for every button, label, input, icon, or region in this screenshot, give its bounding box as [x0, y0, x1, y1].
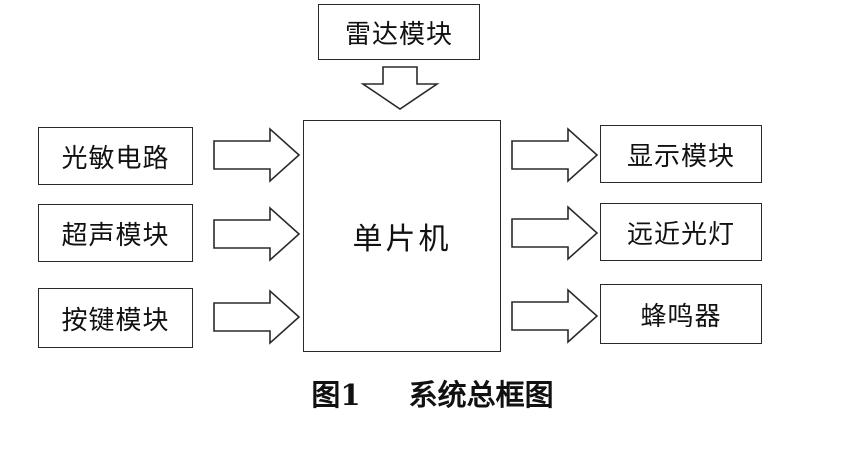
output-label-display: 显示模块: [626, 141, 735, 172]
output-box-buzzer: 蜂鸣器: [600, 284, 762, 344]
input-box-light-sensor: 光敏电路: [38, 127, 193, 185]
input-label-ultrasonic: 超声模块: [61, 220, 170, 251]
mcu-label: 单片机: [352, 222, 452, 257]
radar-module-box: 雷达模块: [318, 4, 480, 60]
input-box-ultrasonic: 超声模块: [38, 204, 193, 262]
figure-caption: 图1 系统总框图: [0, 371, 865, 415]
input-arrow-2: [213, 206, 301, 262]
input-arrow-1: [213, 127, 301, 183]
output-box-headlights: 远近光灯: [600, 203, 762, 261]
input-label-keypad: 按键模块: [61, 305, 170, 336]
figure-number: 图1: [311, 378, 361, 412]
output-arrow-3: [511, 288, 599, 344]
output-arrow-1: [511, 127, 599, 183]
input-arrow-3: [213, 289, 301, 345]
input-box-keypad: 按键模块: [38, 288, 193, 348]
output-label-headlights: 远近光灯: [626, 219, 735, 250]
mcu-box: 单片机: [303, 120, 501, 352]
output-box-display: 显示模块: [600, 125, 762, 183]
output-arrow-2: [511, 205, 599, 261]
down-arrow: [360, 66, 440, 110]
output-label-buzzer: 蜂鸣器: [640, 301, 722, 332]
figure-title: 系统总框图: [408, 378, 554, 412]
radar-module-label: 雷达模块: [344, 19, 453, 50]
input-label-light-sensor: 光敏电路: [61, 143, 170, 174]
